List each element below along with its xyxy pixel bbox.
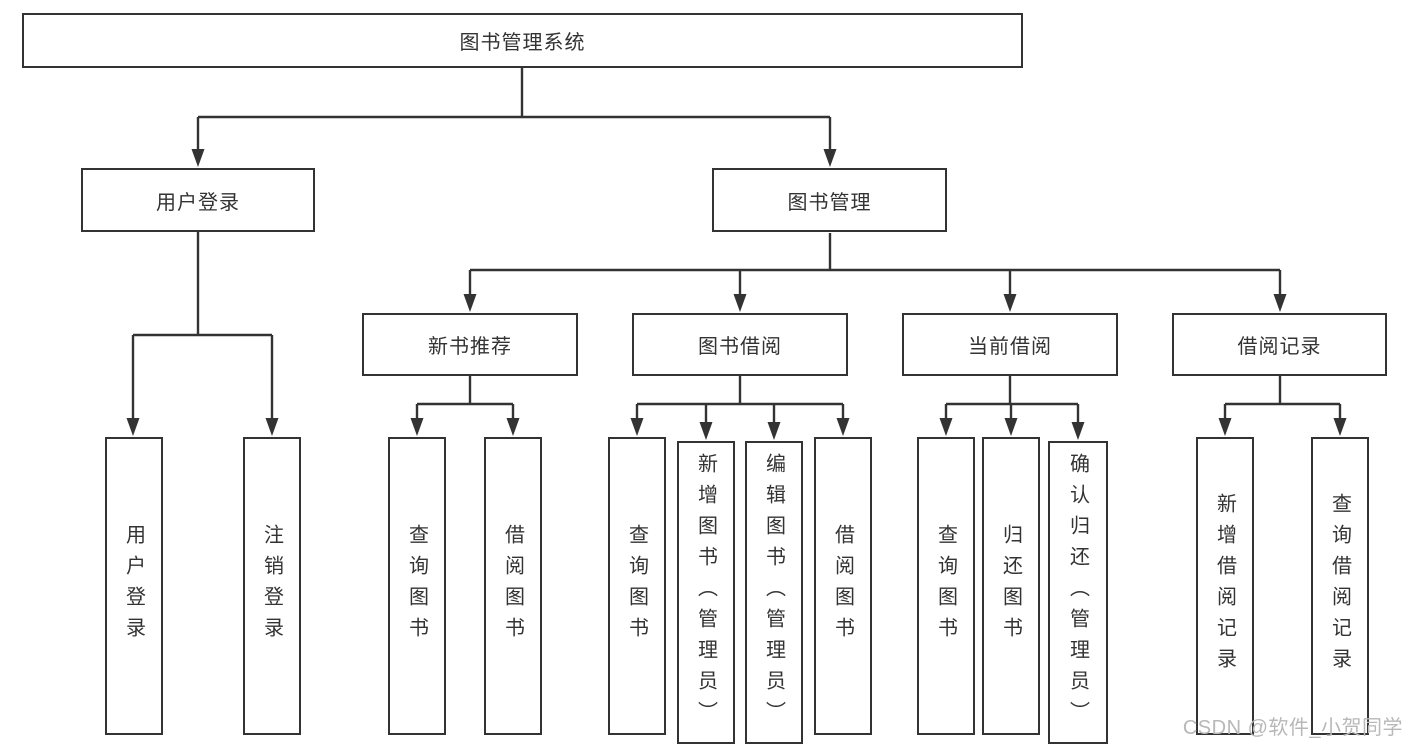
leaf-query-books-recommend: 查询图书 <box>388 437 446 735</box>
arrow-down-icon <box>191 149 205 167</box>
node-new-book-recommend: 新书推荐 <box>362 313 578 376</box>
leaf-label: 确认归还（管理员） <box>1066 453 1089 732</box>
arrow-down-icon <box>265 418 279 436</box>
arrow-down-icon <box>1004 418 1018 436</box>
leaf-confirm-return-admin: 确认归还（管理员） <box>1048 441 1108 744</box>
arrow-down-icon <box>410 418 424 436</box>
leaf-label: 查询图书 <box>625 524 648 648</box>
leaf-borrow-books-recommend: 借阅图书 <box>484 437 542 735</box>
leaf-label: 借阅图书 <box>831 524 854 648</box>
arrow-down-icon <box>939 418 953 436</box>
node-current-borrow: 当前借阅 <box>902 313 1118 376</box>
leaf-edit-book-admin: 编辑图书（管理员） <box>745 441 803 744</box>
leaf-label: 新增图书（管理员） <box>694 453 717 732</box>
leaf-label: 用户登录 <box>122 524 145 648</box>
node-label: 新书推荐 <box>428 336 512 358</box>
arrow-down-icon <box>630 418 644 436</box>
leaf-borrow-books: 借阅图书 <box>814 437 872 735</box>
csdn-watermark: CSDN @软件_小贺同学 <box>1182 717 1403 739</box>
arrow-down-icon <box>767 422 781 440</box>
leaf-add-book-admin: 新增图书（管理员） <box>677 441 735 744</box>
arrow-down-icon <box>733 294 747 312</box>
node-label: 图书管理系统 <box>459 32 586 54</box>
leaf-label: 查询图书 <box>934 524 957 648</box>
node-user-login: 用户登录 <box>81 168 315 232</box>
arrow-down-icon <box>836 418 850 436</box>
arrow-down-icon <box>463 294 477 312</box>
arrow-down-icon <box>1071 422 1085 440</box>
node-label: 用户登录 <box>156 191 240 214</box>
arrow-down-icon <box>1218 418 1232 436</box>
arrow-down-icon <box>823 149 837 167</box>
arrow-down-icon <box>506 418 520 436</box>
leaf-label: 查询借阅记录 <box>1328 493 1351 679</box>
leaf-return-book: 归还图书 <box>982 437 1040 735</box>
arrow-down-icon <box>699 422 713 440</box>
node-book-management: 图书管理 <box>712 168 947 232</box>
leaf-label: 编辑图书（管理员） <box>762 453 785 732</box>
leaf-label: 注销登录 <box>260 524 283 648</box>
arrow-down-icon <box>1333 418 1347 436</box>
node-label: 图书借阅 <box>698 336 782 358</box>
node-book-borrow: 图书借阅 <box>632 313 848 376</box>
arrow-down-icon <box>1003 294 1017 312</box>
node-label: 图书管理 <box>787 191 872 214</box>
leaf-label: 新增借阅记录 <box>1213 493 1236 679</box>
node-library-management-system: 图书管理系统 <box>22 13 1023 68</box>
leaf-logout: 注销登录 <box>243 437 301 735</box>
leaf-query-borrow-record: 查询借阅记录 <box>1311 437 1369 735</box>
leaf-query-books-current: 查询图书 <box>917 437 975 735</box>
node-label: 当前借阅 <box>968 336 1052 358</box>
leaf-label: 查询图书 <box>405 524 428 648</box>
arrow-down-icon <box>126 418 140 436</box>
leaf-label: 归还图书 <box>999 524 1022 648</box>
leaf-query-books-borrow: 查询图书 <box>608 437 666 735</box>
node-borrow-records: 借阅记录 <box>1172 313 1387 376</box>
arrow-down-icon <box>1273 294 1287 312</box>
node-label: 借阅记录 <box>1237 336 1322 358</box>
leaf-user-login: 用户登录 <box>105 437 163 735</box>
leaf-label: 借阅图书 <box>501 524 524 648</box>
leaf-add-borrow-record: 新增借阅记录 <box>1196 437 1254 735</box>
